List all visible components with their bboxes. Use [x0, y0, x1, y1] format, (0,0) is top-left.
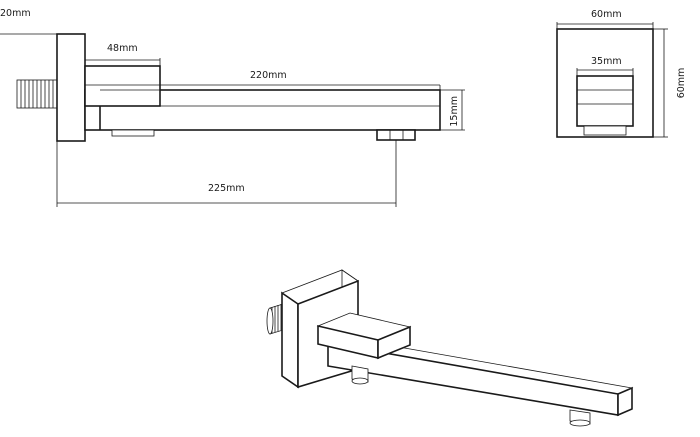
wall-flange: [56, 33, 86, 142]
dim-flange-thickness: 20mm: [0, 8, 57, 35]
iso-threaded-inlet: [266, 303, 284, 335]
dim-label-48mm: 48mm: [107, 43, 138, 54]
dim-plate-width: 60mm: [556, 9, 654, 29]
iso-diverter-fitting: [351, 365, 369, 385]
dim-plate-height: 60mm: [653, 28, 687, 138]
iso-outlet-nozzle: [569, 409, 591, 427]
diverter-fitting: [111, 129, 155, 137]
isometric-view: [266, 269, 634, 427]
dim-spout-height: 15mm: [440, 89, 465, 131]
outlet-nozzle: [376, 129, 416, 141]
dim-spout-length: 220mm: [85, 70, 441, 90]
front-outlet: [583, 125, 627, 136]
threaded-inlet: [16, 79, 58, 109]
front-view: 60mm 35mm 60mm: [556, 9, 687, 138]
iso-handle-block: [316, 312, 412, 360]
handle-block: [84, 65, 161, 107]
dim-label-35mm: 35mm: [591, 56, 622, 67]
dim-label-60mm-height: 60mm: [676, 68, 687, 99]
front-handle: [576, 75, 634, 127]
dim-total-reach: 225mm: [56, 140, 397, 207]
dim-handle-width: 35mm: [576, 56, 634, 76]
dim-label-60mm-width: 60mm: [591, 9, 622, 20]
dim-handle-length: 48mm: [85, 43, 161, 66]
dim-label-225mm: 225mm: [208, 183, 245, 194]
side-view: 20mm 48mm 220mm 15mm 225mm: [0, 8, 465, 207]
dim-label-220mm: 220mm: [250, 70, 287, 81]
dim-label-20mm: 20mm: [0, 8, 31, 19]
dim-label-15mm: 15mm: [449, 96, 460, 127]
